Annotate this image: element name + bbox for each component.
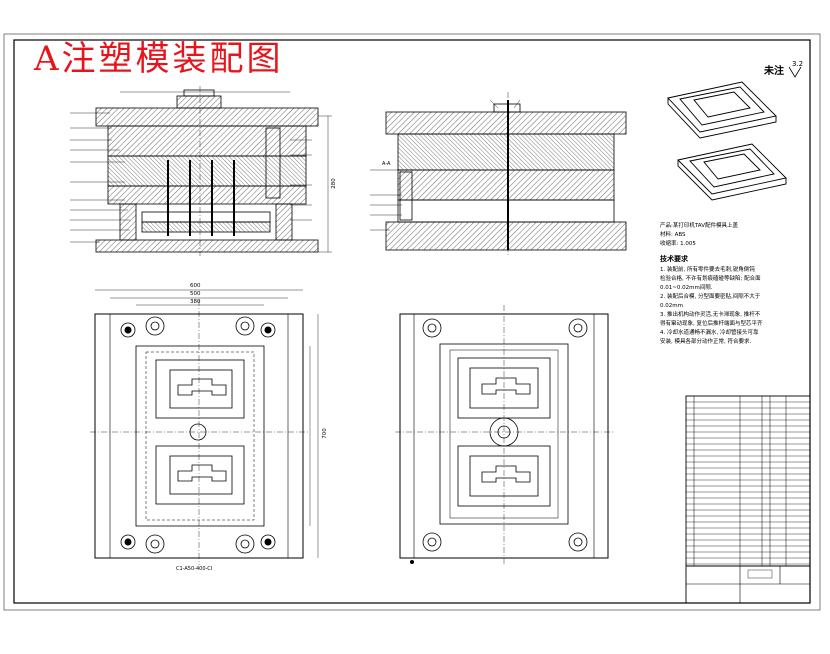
sheet-edge: [3, 33, 821, 611]
front-section-view: [70, 86, 332, 256]
tech-requirement-item: 2. 装配后合模, 分型面要密贴,间隙不大于: [660, 294, 761, 300]
part-isometric-view: [667, 81, 787, 201]
parts-list-table: [685, 395, 811, 604]
drawing-border: [13, 39, 811, 604]
dimension-700: 700: [321, 428, 328, 439]
tech-requirement-item: 1. 装配前, 所有零件要去毛刺,锐角倒钝: [660, 267, 755, 273]
moving-half-plan-view: [90, 289, 319, 565]
product-name: 产品:某打印机TAV配件模具上盖: [660, 223, 738, 229]
surface-roughness-label: 未注: [764, 66, 784, 77]
product-shrinkage: 收缩率: 1.005: [660, 241, 696, 247]
technical-notes: 产品:某打印机TAV配件模具上盖 材料: ABS 收缩率: 1.005 技术要求…: [660, 222, 780, 347]
product-material: 材料: ABS: [660, 232, 686, 238]
dimension-600: 600: [190, 283, 201, 289]
tech-requirement-item: 3. 推出机构动作灵活,无卡滞现象, 推杆不: [660, 312, 761, 318]
surface-roughness-value: 3.2: [792, 60, 804, 68]
bottom-view-label: C1-A50-400-CI: [176, 566, 213, 572]
dimension-500: 500: [190, 291, 201, 297]
tech-requirement-item: 得有窜动现象, 复位后推杆端面与型芯平齐: [660, 321, 763, 327]
drawing-title: A注塑模装配图: [34, 39, 284, 79]
tech-requirement-item: 0.01~0.02mm间隙.: [660, 285, 713, 291]
section-label: A-A: [382, 161, 391, 167]
roughness-symbol-icon: [788, 66, 802, 78]
tech-requirement-item: 4. 冷却水道通畅不漏水, 冷却管接头可靠: [660, 330, 759, 336]
tech-requirement-item: 安装, 模具各部分动作正常, 符合要求.: [660, 339, 752, 345]
dimension-280: 280: [330, 178, 337, 189]
tech-requirement-item: 0.02mm: [660, 303, 683, 309]
fixed-half-plan-view: [395, 305, 614, 565]
tech-requirements-heading: 技术要求: [660, 255, 688, 263]
dimension-380: 380: [190, 299, 201, 305]
side-section-view: [370, 92, 627, 256]
tech-requirement-item: 检验合格, 不许有划痕磕碰等缺陷; 配合面: [660, 276, 761, 282]
